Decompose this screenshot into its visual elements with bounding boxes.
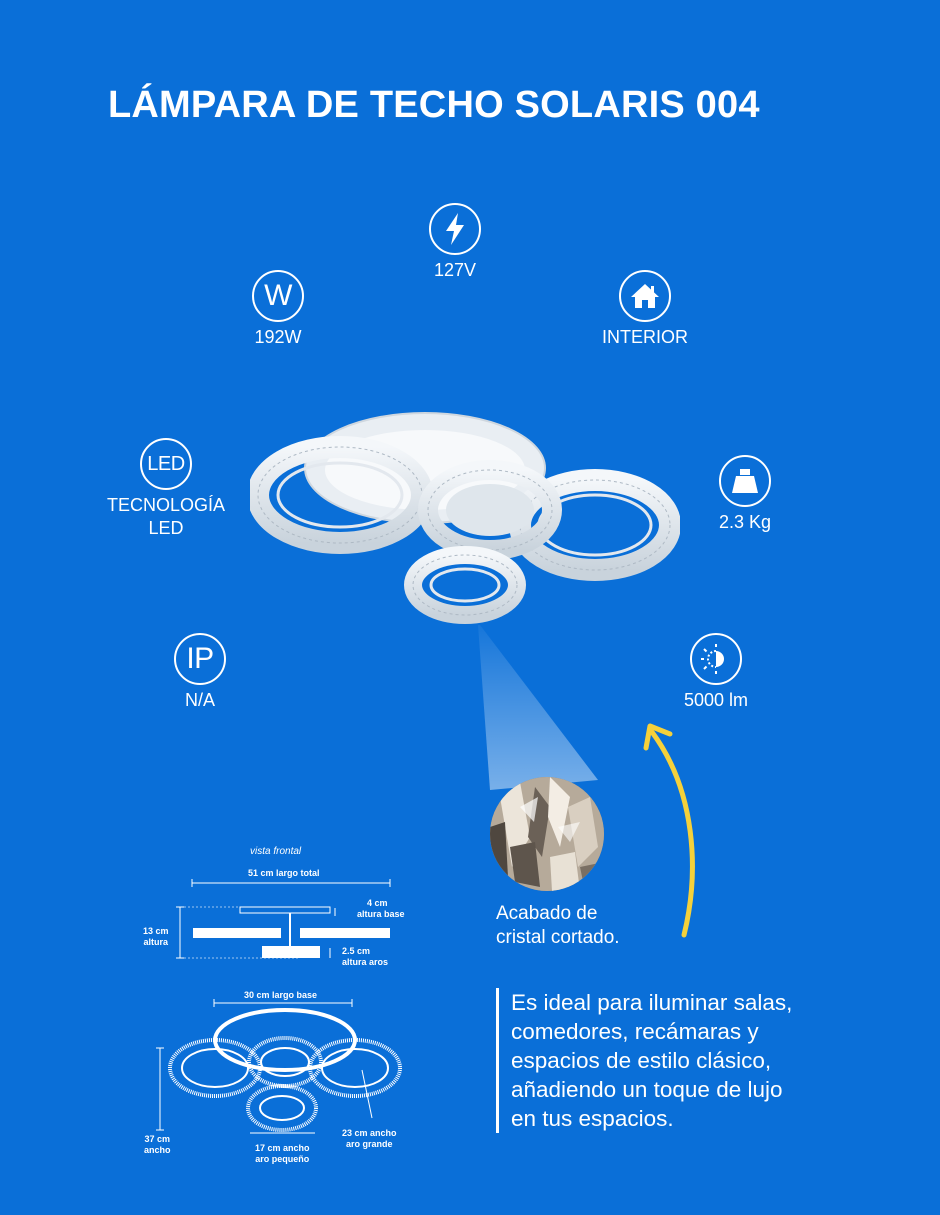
rings-height-label: 2.5 cm altura aros <box>342 946 389 967</box>
spec-watts: W 192W <box>188 270 368 349</box>
description-line: añadiendo un toque de lujo <box>511 1077 783 1102</box>
spec-weight: 2.3 Kg <box>655 455 835 534</box>
w-icon: W <box>252 270 304 322</box>
page-title: LÁMPARA DE TECHO SOLARIS 004 <box>108 84 760 126</box>
spec-weight-label: 2.3 Kg <box>718 512 772 532</box>
spec-tech: LED TECNOLOGÍA LED <box>76 438 256 540</box>
ip-icon: IP <box>174 633 226 685</box>
crystal-closeup-image <box>490 777 604 891</box>
spec-tech-label-2: LED <box>148 518 184 538</box>
spec-watts-label: 192W <box>254 327 302 347</box>
small-ring-label: 17 cm ancho aro pequeño <box>255 1143 310 1164</box>
spec-ip-label: N/A <box>184 690 215 710</box>
arrow-icon <box>640 720 710 950</box>
base-length-label: 30 cm largo base <box>244 990 318 1000</box>
crystal-caption: Acabado de cristal cortado. <box>496 903 620 948</box>
spec-ip: IP N/A <box>110 633 290 712</box>
large-ring-label: 23 cm ancho aro grande <box>342 1128 397 1149</box>
description-line: comedores, recámaras y <box>511 1019 759 1044</box>
brightness-icon <box>690 633 742 685</box>
description-block: Es ideal para iluminar salas, comedores,… <box>496 988 851 1133</box>
led-icon: LED <box>140 438 192 490</box>
spec-lumens-label: 5000 lm <box>683 690 749 710</box>
spec-location-label: INTERIOR <box>601 327 688 347</box>
spec-voltage-label: 127V <box>433 260 477 280</box>
lightning-icon <box>429 203 481 255</box>
weight-icon <box>719 455 771 507</box>
light-beam <box>460 620 600 795</box>
height-label: 13 cm altura <box>143 926 169 947</box>
width-label: 37 cm ancho <box>144 1134 171 1155</box>
spec-lumens: 5000 lm <box>626 633 806 712</box>
spec-voltage: 127V <box>365 203 545 282</box>
lamp-image <box>247 400 681 630</box>
house-icon <box>619 270 671 322</box>
dimensions-diagram: vista frontal 51 cm largo total 4 cm alt… <box>130 840 450 1185</box>
description-line: en tus espacios. <box>511 1106 674 1131</box>
front-view-label: vista frontal <box>250 846 302 857</box>
spec-tech-label-1: TECNOLOGÍA <box>106 495 226 515</box>
description-line: Es ideal para iluminar salas, <box>511 990 793 1015</box>
base-height-label: 4 cm altura base <box>357 898 405 919</box>
total-length-label: 51 cm largo total <box>248 868 320 878</box>
description-line: espacios de estilo clásico, <box>511 1048 772 1073</box>
spec-location: INTERIOR <box>555 270 735 349</box>
